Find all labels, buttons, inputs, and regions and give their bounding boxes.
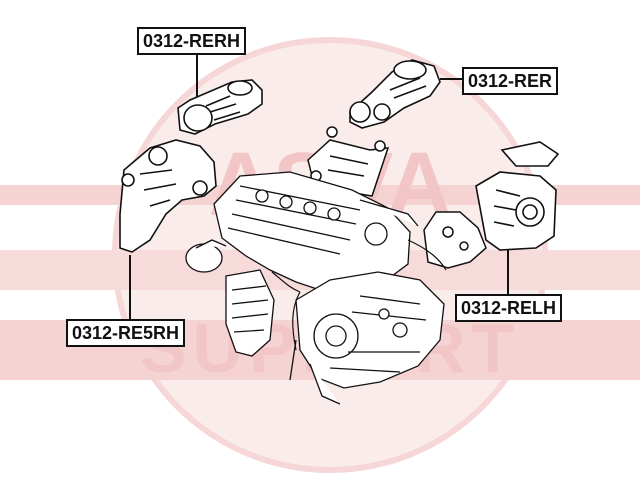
mount-rerh-illustration bbox=[177, 79, 263, 135]
part-label-0312-relh: 0312-RELH bbox=[455, 294, 563, 322]
part-label-0312-re5rh: 0312-RE5RH bbox=[66, 319, 186, 347]
part-label-0312-rerh: 0312-RERH bbox=[137, 27, 247, 55]
mount-relh-illustration bbox=[475, 141, 560, 251]
part-label-0312-rer: 0312-RER bbox=[462, 67, 559, 95]
hoses-illustration bbox=[271, 239, 447, 351]
transmission-bracket-illustration bbox=[423, 211, 487, 269]
catalytic-converter-illustration bbox=[185, 239, 275, 357]
engine-block-illustration bbox=[213, 171, 419, 291]
mount-re5rh-illustration bbox=[119, 139, 217, 253]
leader-lines bbox=[129, 52, 509, 320]
mount-rer-illustration bbox=[349, 59, 441, 129]
